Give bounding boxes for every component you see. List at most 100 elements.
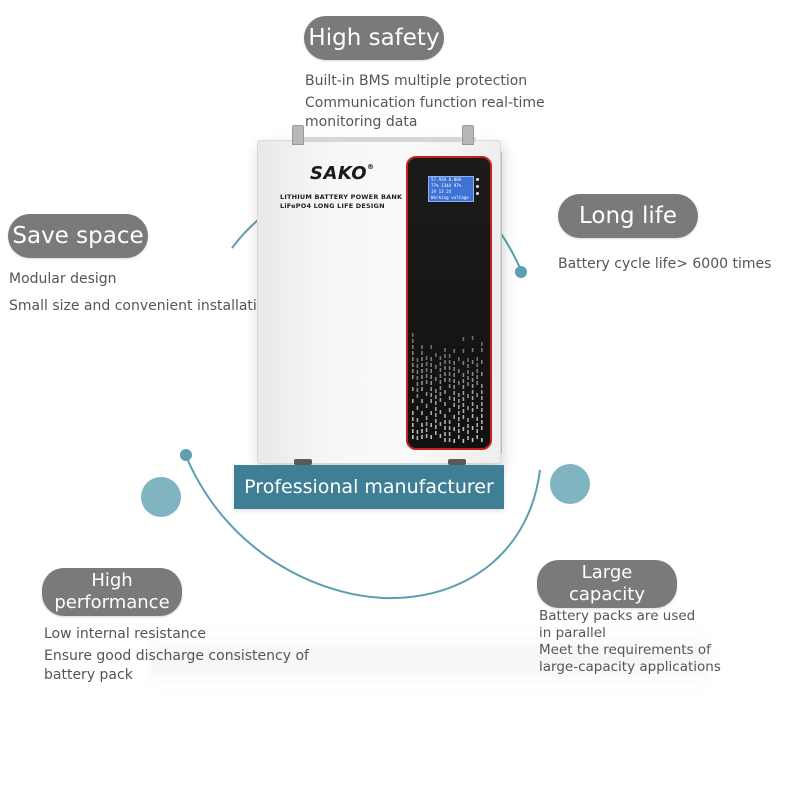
arc-upper-right: [499, 231, 521, 269]
panel-light-dot: [476, 417, 478, 421]
feature-desc-high-performance: Low internal resistance Ensure good disc…: [44, 625, 309, 685]
panel-light-dot: [412, 387, 414, 391]
panel-light-dot: [462, 337, 465, 341]
panel-light-dot: [476, 357, 478, 361]
panel-light-dot: [421, 435, 423, 439]
battery-product-image: SAKO® LITHIUM BATTERY POWER BANK LiFePO4…: [257, 125, 501, 465]
lcd-row: 19 13 24: [431, 189, 452, 194]
panel-light-dot: [458, 399, 460, 403]
desc-line: Small size and convenient installation: [9, 298, 275, 314]
panel-light-dot: [471, 414, 474, 418]
panel-light-dot: [421, 375, 423, 379]
panel-light-dot: [476, 369, 478, 373]
panel-light-dot: [412, 417, 414, 421]
panel-light-dot: [467, 382, 469, 386]
feature-title-line: capacity: [569, 584, 645, 605]
panel-light-dot: [412, 369, 414, 373]
panel-light-dot: [439, 356, 442, 360]
banner-text: Professional manufacturer: [244, 476, 494, 498]
panel-light-dot: [462, 349, 465, 353]
panel-light-dot: [476, 423, 478, 427]
panel-light-dot: [467, 358, 469, 362]
panel-light-dot: [453, 385, 455, 389]
panel-light-dot: [448, 408, 451, 412]
panel-light-dot: [467, 430, 469, 434]
panel-light-dot: [471, 438, 474, 442]
arc-upper-left: [231, 219, 259, 249]
panel-light-dot: [444, 348, 446, 352]
panel-light-dot: [444, 432, 446, 436]
panel-light-dot: [462, 403, 465, 407]
desc-line: Ensure good discharge consistency of: [44, 648, 309, 664]
battery-handle-right: [462, 125, 474, 145]
panel-light-dot: [458, 423, 460, 427]
panel-light-dot: [471, 348, 474, 352]
panel-light-dot: [453, 349, 455, 353]
panel-light-dot: [453, 439, 455, 443]
feature-title-high-performance: High performance: [42, 568, 182, 616]
panel-light-dot: [448, 396, 451, 400]
panel-light-dot: [458, 381, 460, 385]
panel-light-dot: [425, 428, 428, 432]
panel-light-dot: [481, 408, 483, 412]
panel-light-dot: [471, 426, 474, 430]
desc-line: Built-in BMS multiple protection: [305, 73, 528, 89]
reflection-fade: [150, 630, 710, 690]
panel-light-dot: [453, 415, 455, 419]
panel-light-dot: [467, 394, 469, 398]
feature-desc-large-capacity: Battery packs are used in parallel Meet …: [539, 608, 721, 676]
brand-logo: SAKO®: [310, 163, 375, 184]
panel-light-dot: [458, 429, 460, 433]
panel-light-dot: [421, 363, 423, 367]
lcd-row: 77% 134A 97%: [431, 183, 462, 188]
panel-light-dot: [471, 378, 474, 382]
panel-light-dot: [435, 377, 437, 381]
panel-light-dot: [467, 370, 469, 374]
panel-light-dot: [412, 363, 414, 367]
panel-light-dot: [481, 360, 483, 364]
panel-light-dot: [458, 411, 460, 415]
panel-light-dot: [471, 390, 474, 394]
panel-light-dot: [444, 426, 446, 430]
panel-light-dot: [448, 420, 451, 424]
panel-light-dot: [416, 382, 419, 386]
panel-light-dot: [412, 435, 414, 439]
panel-light-dot: [481, 426, 483, 430]
panel-light-dot: [444, 366, 446, 370]
panel-light-dot: [412, 429, 414, 433]
panel-light-dot: [421, 429, 423, 433]
feature-title-line: Large: [581, 562, 633, 583]
panel-light-dot: [430, 435, 432, 439]
panel-light-dot: [476, 435, 478, 439]
panel-light-dot: [444, 402, 446, 406]
panel-light-dot: [430, 363, 432, 367]
panel-light-dot: [421, 345, 423, 349]
panel-light-dot: [416, 364, 419, 368]
panel-light-dot: [471, 396, 474, 400]
panel-light-dot: [481, 402, 483, 406]
panel-light-dot: [412, 357, 414, 361]
panel-light-dot: [425, 374, 428, 378]
panel-light-dot: [439, 422, 442, 426]
panel-light-dot: [435, 401, 437, 405]
panel-light-dot: [439, 392, 442, 396]
battery-foot-right: [448, 459, 466, 465]
panel-light-dot: [481, 348, 483, 352]
professional-manufacturer-banner: Professional manufacturer: [234, 465, 504, 509]
desc-line: Low internal resistance: [44, 626, 206, 642]
feature-title-text: High safety: [308, 25, 440, 51]
feature-title-text: Save space: [12, 223, 144, 249]
panel-light-dot: [458, 417, 460, 421]
panel-light-dot: [448, 372, 451, 376]
desc-line: large-capacity applications: [539, 659, 721, 675]
panel-light-dot: [439, 410, 442, 414]
panel-light-dot: [481, 372, 483, 376]
feature-desc-long-life: Battery cycle life> 6000 times: [558, 255, 771, 274]
desc-line: Communication function real-time: [305, 95, 545, 111]
feature-title-line: performance: [54, 592, 170, 613]
panel-light-dot: [462, 427, 465, 431]
feature-title-text: Long life: [579, 203, 677, 229]
panel-light-dot: [412, 351, 414, 355]
dot-lower-left-small: [180, 449, 192, 461]
